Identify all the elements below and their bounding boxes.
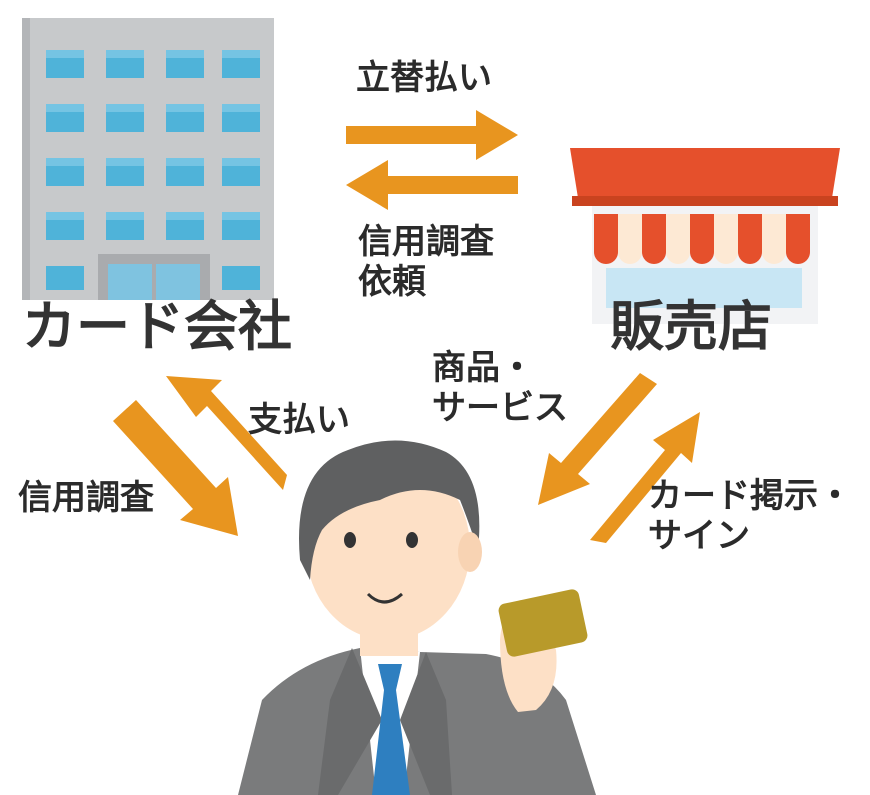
- arrow-goods-services: [538, 373, 657, 505]
- label-card-present-sign: カード掲示・ サイン: [648, 476, 852, 556]
- label-goods-services-line1: 商品・: [432, 348, 534, 388]
- label-goods-services-line2: サービス: [432, 388, 568, 429]
- label-credit-check-request-line1: 信用調査: [358, 222, 494, 262]
- label-credit-check: 信用調査: [18, 478, 154, 518]
- label-card-company: カード会社: [22, 295, 292, 358]
- office-building-icon: [22, 18, 274, 300]
- label-credit-check-request-line2: 依頼: [358, 262, 426, 303]
- arrow-credit-check: [113, 400, 238, 536]
- arrow-payment: [166, 376, 287, 490]
- arrow-advance-payment: [346, 110, 518, 160]
- label-card-present-line1: カード掲示・: [648, 476, 852, 516]
- arrow-card-present: [590, 412, 700, 543]
- label-goods-services: 商品・ サービス: [432, 348, 568, 428]
- label-advance-payment: 立替払い: [356, 58, 492, 98]
- store-icon: [570, 148, 840, 324]
- arrow-credit-check-request: [346, 160, 518, 210]
- businessman-icon: [238, 440, 596, 795]
- label-credit-check-request: 信用調査 依頼: [358, 222, 494, 302]
- credit-card-icon: [498, 589, 588, 657]
- label-card-present-line2: サイン: [648, 516, 750, 557]
- label-store: 販売店: [610, 295, 772, 358]
- label-payment: 支払い: [248, 400, 350, 440]
